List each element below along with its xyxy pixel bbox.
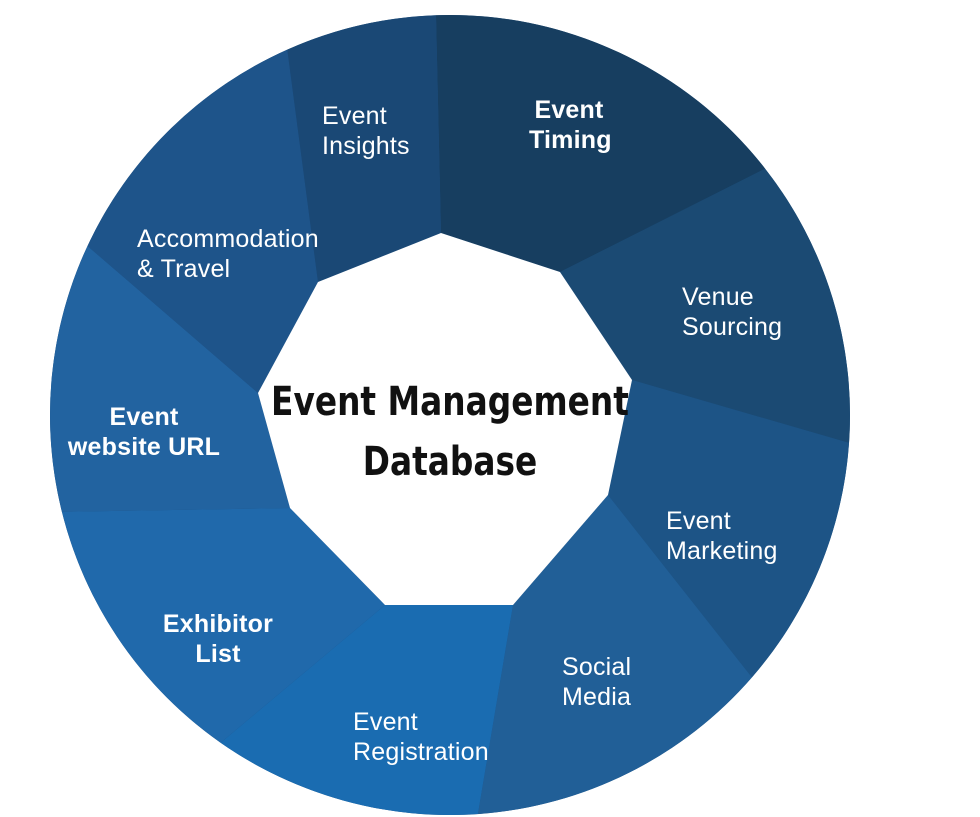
label-accommodation-travel: Accommodation & Travel bbox=[137, 224, 319, 284]
segment-event-insights bbox=[287, 15, 441, 282]
segments-layer bbox=[50, 14, 850, 815]
label-event-marketing-line2: Marketing bbox=[666, 537, 778, 565]
segment-accommodation-travel bbox=[87, 49, 318, 393]
label-exhibitor-list: Exhibitor List bbox=[158, 609, 278, 669]
label-event-timing-line2: Timing bbox=[529, 126, 612, 154]
segment-event-registration bbox=[220, 605, 513, 815]
label-event-website-url: Event website URL bbox=[62, 402, 226, 462]
label-event-registration-line2: Registration bbox=[353, 738, 489, 766]
label-exhibitor-list-line2: List bbox=[195, 640, 241, 668]
label-venue-sourcing-line2: Sourcing bbox=[682, 313, 783, 341]
label-event-website-url-line1: Event bbox=[109, 403, 179, 431]
label-event-marketing: Event Marketing bbox=[666, 506, 778, 566]
center-title: Event Management Database bbox=[270, 372, 631, 492]
label-accommodation-travel-line2: & Travel bbox=[137, 255, 231, 283]
segment-exhibitor-list bbox=[61, 508, 386, 743]
label-event-website-url-line2: website URL bbox=[67, 433, 221, 461]
label-event-registration: Event Registration bbox=[353, 707, 489, 767]
label-venue-sourcing: Venue Sourcing bbox=[682, 282, 782, 342]
label-event-insights: Event Insights bbox=[322, 101, 410, 161]
label-event-timing-line1: Event bbox=[534, 96, 604, 124]
center-nonagon bbox=[258, 233, 632, 605]
segment-event-marketing bbox=[608, 380, 849, 678]
label-social-media-line1: Social bbox=[562, 653, 632, 681]
label-social-media-line2: Media bbox=[562, 683, 632, 711]
center-title-line1: Event Management bbox=[271, 379, 629, 425]
segment-event-timing bbox=[436, 14, 766, 273]
label-social-media: Social Media bbox=[562, 652, 631, 712]
label-event-insights-line2: Insights bbox=[322, 132, 410, 160]
label-accommodation-travel-line1: Accommodation bbox=[137, 225, 319, 253]
segment-venue-sourcing bbox=[560, 168, 850, 443]
label-event-registration-line1: Event bbox=[353, 708, 418, 736]
label-exhibitor-list-line1: Exhibitor bbox=[162, 610, 274, 638]
segment-event-website-url bbox=[50, 246, 290, 512]
label-event-marketing-line1: Event bbox=[666, 507, 731, 535]
segment-social-media bbox=[477, 495, 752, 814]
label-event-timing: Event Timing bbox=[529, 95, 612, 155]
label-event-insights-line1: Event bbox=[322, 102, 387, 130]
center-title-line2: Database bbox=[362, 439, 538, 485]
label-venue-sourcing-line1: Venue bbox=[682, 283, 754, 311]
